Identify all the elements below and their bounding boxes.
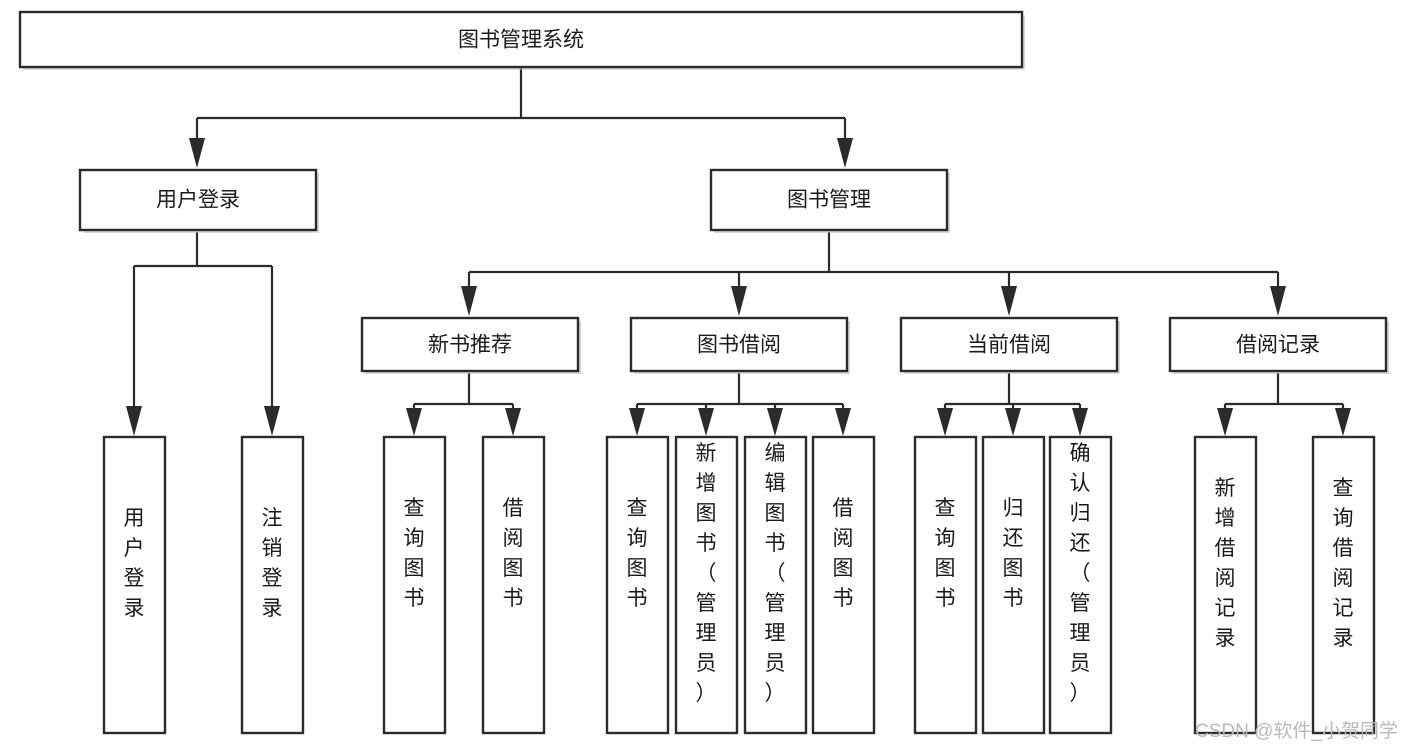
node-new-book-recommend-box[interactable]: [360, 316, 580, 373]
arrow-head-icon: [1001, 286, 1017, 316]
arrow-head-icon: [937, 408, 953, 436]
arrow-head-icon: [505, 408, 521, 436]
leaf-box-return-book[interactable]: [981, 435, 1046, 735]
node-root[interactable]: 图书管理系统: [18, 10, 1025, 70]
leaf-label: 归还图书: [1003, 497, 1024, 610]
leaf-box-add-record[interactable]: [1193, 435, 1258, 735]
node-new-book-recommend[interactable]: 新书推荐: [360, 316, 581, 374]
csdn-watermark: CSDN @软件_小贺同学: [1195, 720, 1398, 742]
leaf-node[interactable]: 新增借阅记录: [1193, 435, 1258, 735]
arrow-head-icon: [698, 408, 714, 436]
node-book-borrow[interactable]: 图书借阅: [629, 316, 850, 374]
connector-group-book-borrow: [629, 373, 851, 436]
leaf-box-edit-book[interactable]: [743, 435, 808, 735]
node-user-login-box[interactable]: [78, 168, 318, 232]
node-root-label: 图书管理系统: [458, 29, 584, 52]
leaf-label: 借阅图书: [503, 497, 524, 610]
leaf-node[interactable]: 查询图书: [913, 435, 978, 735]
node-borrow-record-label: 借阅记录: [1236, 334, 1320, 357]
leaf-node[interactable]: 借阅图书: [811, 435, 876, 735]
arrow-head-icon: [189, 138, 205, 168]
leaf-box-user-login[interactable]: [102, 435, 167, 735]
leaf-node[interactable]: 查询借阅记录: [1311, 435, 1376, 735]
leaf-label: 查询图书: [627, 497, 648, 610]
arrow-head-icon: [264, 406, 280, 436]
node-current-borrow[interactable]: 当前借阅: [899, 316, 1120, 374]
leaf-box-logout[interactable]: [240, 435, 305, 735]
leaf-label: 用户登录: [124, 507, 145, 620]
leaf-label: 查询图书: [404, 497, 425, 610]
arrow-head-icon: [1270, 286, 1286, 316]
leaf-label: 编辑图书（管理员）: [765, 442, 786, 705]
leaf-node[interactable]: 注销登录: [240, 435, 305, 735]
arrow-head-icon: [1217, 408, 1233, 436]
arrow-head-icon: [837, 138, 853, 168]
leaf-label: 查询图书: [935, 497, 956, 610]
arrow-head-icon: [126, 406, 142, 436]
node-book-borrow-box[interactable]: [629, 316, 849, 373]
arrow-head-icon: [1005, 408, 1021, 436]
leaf-node[interactable]: 确认归还（管理员）: [1048, 435, 1113, 735]
node-borrow-record-box[interactable]: [1168, 316, 1388, 373]
connector-group-new-book: [406, 373, 521, 436]
node-new-book-recommend-label: 新书推荐: [428, 334, 512, 357]
leaf-node[interactable]: 用户登录: [102, 435, 167, 735]
leaf-box-query-book-1[interactable]: [382, 435, 447, 735]
node-borrow-record[interactable]: 借阅记录: [1168, 316, 1389, 374]
node-book-manage-box[interactable]: [709, 168, 949, 232]
arrow-head-icon: [1335, 408, 1351, 436]
arrow-head-icon: [461, 286, 477, 316]
node-book-borrow-label: 图书借阅: [697, 334, 781, 357]
node-book-manage-label: 图书管理: [787, 189, 871, 212]
arrow-head-icon: [629, 408, 645, 436]
connector-group-root: [189, 68, 853, 168]
leaf-node[interactable]: 借阅图书: [481, 435, 546, 735]
leaf-box-borrow-book-2[interactable]: [811, 435, 876, 735]
node-user-login-label: 用户登录: [156, 189, 240, 212]
node-user-login[interactable]: 用户登录: [78, 168, 319, 233]
node-book-manage[interactable]: 图书管理: [709, 168, 950, 233]
node-current-borrow-label: 当前借阅: [967, 334, 1051, 357]
leaf-label: 借阅图书: [833, 497, 854, 610]
leaf-label: 新增图书（管理员）: [696, 442, 717, 705]
connector-group-borrow-record: [1217, 373, 1351, 436]
node-current-borrow-box[interactable]: [899, 316, 1119, 373]
leaf-label: 确认归还（管理员）: [1070, 442, 1091, 705]
arrow-head-icon: [406, 408, 422, 436]
leaf-box-add-book[interactable]: [674, 435, 739, 735]
leaf-box-confirm-return[interactable]: [1048, 435, 1113, 735]
connector-group-current-borrow: [937, 373, 1088, 436]
leaf-label: 新增借阅记录: [1215, 477, 1236, 650]
connector-group-user-login: [126, 232, 280, 436]
leaf-box-query-record[interactable]: [1311, 435, 1376, 735]
leaf-box-query-book-3[interactable]: [913, 435, 978, 735]
arrow-head-icon: [1072, 408, 1088, 436]
arrow-head-icon: [731, 286, 747, 316]
leaf-node[interactable]: 编辑图书（管理员）: [743, 435, 808, 735]
node-root-box[interactable]: [18, 10, 1024, 69]
leaf-node[interactable]: 归还图书: [981, 435, 1046, 735]
connector-group-book-manage: [461, 232, 1286, 316]
leaf-label: 注销登录: [262, 507, 283, 620]
leaf-node[interactable]: 新增图书（管理员）: [674, 435, 739, 735]
arrow-head-icon: [835, 408, 851, 436]
leaf-box-query-book-2[interactable]: [605, 435, 670, 735]
leaf-box-borrow-book-1[interactable]: [481, 435, 546, 735]
leaf-label: 查询借阅记录: [1333, 477, 1354, 650]
arrow-head-icon: [767, 408, 783, 436]
leaf-node[interactable]: 查询图书: [605, 435, 670, 735]
leaf-node[interactable]: 查询图书: [382, 435, 447, 735]
